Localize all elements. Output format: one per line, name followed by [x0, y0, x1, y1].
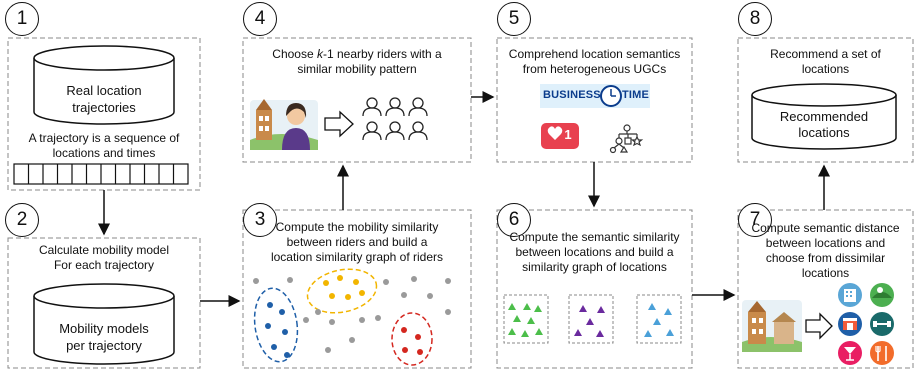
database-label-line: per trajectory: [66, 338, 142, 353]
step-6-description: Compute the semantic similarity between …: [497, 230, 692, 275]
step-number-2: 2: [5, 203, 39, 237]
text-fragment: Choose: [272, 47, 317, 61]
description-line: Calculate mobility model: [38, 243, 170, 257]
step-8-description: Recommend a set of locations: [738, 47, 913, 77]
box-step-3: [242, 209, 472, 369]
trajectory-caption: A trajectory is a sequence of locations …: [8, 131, 200, 161]
description-line: between locations and build a: [515, 245, 674, 259]
description-line: between riders and build a: [286, 235, 428, 249]
database-label: Mobility models per trajectory: [34, 320, 174, 354]
box-step-4: [242, 37, 472, 163]
description-line: Compute the mobility similarity: [275, 220, 439, 234]
description-line: similar mobility pattern: [297, 62, 417, 76]
database-label-line: locations: [798, 125, 850, 140]
description-line: similarity graph of locations: [522, 260, 667, 274]
step-number-5: 5: [497, 2, 531, 36]
location-similarity-graph: [503, 294, 682, 344]
text-fragment: -1 nearby riders with a: [322, 47, 442, 61]
database-label-line: trajectories: [72, 100, 136, 115]
step-number-6: 6: [497, 203, 531, 237]
database-trajectories: [33, 45, 175, 125]
description-line: locations: [801, 62, 850, 76]
step-number-7: 7: [738, 203, 772, 237]
business-time-logo: [540, 84, 650, 108]
time-label: TIME: [622, 89, 650, 101]
box-step-8: [737, 37, 914, 163]
description-line: choose from dissimilar: [765, 251, 886, 265]
nearby-riders-icons: [362, 97, 428, 141]
step-4-description: Choose k-1 nearby riders with a similar …: [243, 47, 471, 77]
database-label-line: Recommended: [779, 109, 869, 124]
location-category-icons: [838, 283, 894, 365]
database-mobility-models: [33, 283, 175, 365]
step-5-description: Comprehend location semantics from heter…: [497, 47, 692, 77]
box-step-6: [496, 209, 693, 369]
description-line: locations: [801, 266, 850, 280]
step-7-description: Compute semantic distance between locati…: [738, 221, 913, 281]
business-label: BUSINESS: [543, 89, 601, 101]
description-line: Choose k-1 nearby riders with a: [243, 47, 471, 62]
trajectory-sequence: [13, 163, 189, 185]
description-line: Compute semantic distance: [751, 221, 900, 235]
right-arrow-icon: [805, 312, 833, 340]
step-number-1: 1: [5, 2, 39, 36]
k-variable: k: [316, 47, 323, 61]
step-number-8: 8: [738, 2, 772, 36]
database-label-line: Mobility models: [59, 321, 149, 336]
step-3-description: Compute the mobility similarity between …: [243, 220, 471, 265]
database-recommended-locations: [751, 83, 897, 150]
database-label-line: Real location: [66, 83, 142, 98]
rider-similarity-graph: [253, 268, 451, 366]
database-label: Recommended locations: [752, 109, 896, 141]
rider-illustration: [250, 99, 318, 150]
box-step-7: [737, 209, 914, 369]
box-step-2: [7, 237, 201, 369]
description-line: For each trajectory: [53, 258, 155, 272]
step-number-3: 3: [243, 203, 277, 237]
place-illustration: [742, 300, 802, 352]
description-line: between locations and: [765, 236, 886, 250]
description-line: from heterogeneous UGCs: [522, 62, 667, 76]
step-2-description: Calculate mobility model For each trajec…: [8, 243, 200, 273]
description-line: Compute the semantic similarity: [509, 230, 680, 244]
step-number-4: 4: [243, 2, 277, 36]
description-line: Comprehend location semantics: [508, 47, 681, 61]
database-label: Real location trajectories: [34, 82, 174, 116]
tree-structure-icon: [609, 124, 644, 154]
caption-line: A trajectory is a sequence of: [28, 131, 180, 145]
caption-line: locations and times: [52, 146, 156, 160]
like-icon: [541, 123, 579, 149]
like-count: 1: [564, 127, 572, 142]
description-line: Recommend a set of: [770, 47, 881, 61]
right-arrow-icon: [324, 110, 354, 138]
description-line: location similarity graph of riders: [270, 250, 444, 264]
